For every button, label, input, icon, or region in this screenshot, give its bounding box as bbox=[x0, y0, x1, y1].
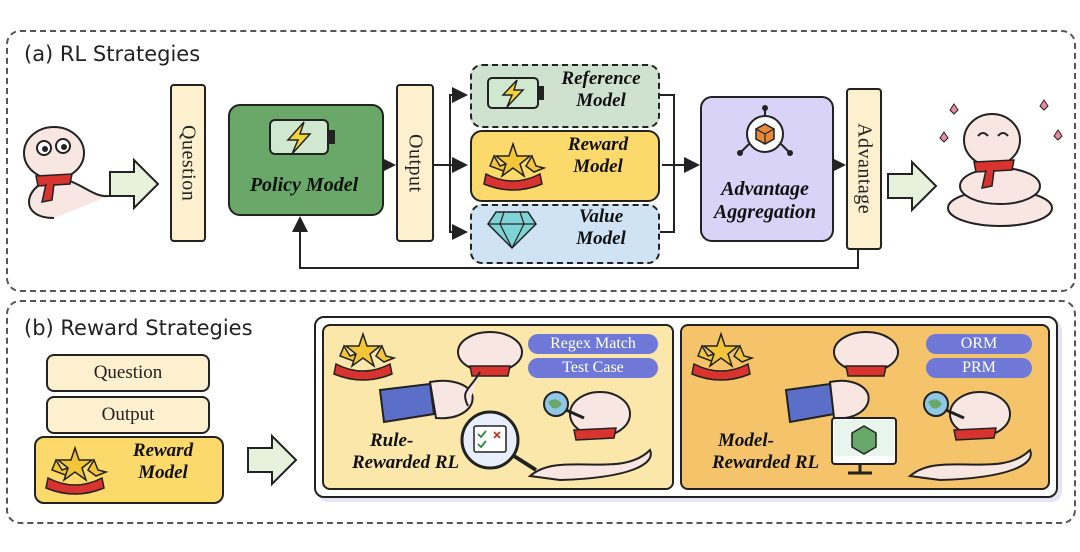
prm-tag: PRM bbox=[926, 358, 1032, 378]
rl-strategies-title: (a) RL Strategies bbox=[24, 42, 201, 66]
model-rewarded-label: Model- Rewarded RL bbox=[712, 430, 820, 473]
regex-match-tag: Regex Match bbox=[528, 334, 658, 354]
value-model-label: Value Model bbox=[576, 206, 626, 249]
orm-tag: ORM bbox=[926, 334, 1032, 354]
happy-snake-icon bbox=[939, 99, 1063, 227]
output-arrow-icon bbox=[887, 159, 938, 213]
model-scene-icon bbox=[784, 331, 1032, 482]
advantage-aggregation-label: Advantage Aggregation bbox=[713, 178, 817, 223]
reference-model-label: Reference Model bbox=[561, 68, 641, 111]
rule-scene-icon bbox=[378, 331, 652, 482]
advantage-bar: Advantage bbox=[846, 88, 882, 250]
test-case-tag: Test Case bbox=[528, 358, 658, 378]
reward-strategies-title: (b) Reward Strategies bbox=[24, 316, 253, 340]
rule-stars-ribbon-icon bbox=[333, 331, 397, 381]
reward-model-label: Reward Model bbox=[567, 134, 629, 177]
model-stars-ribbon-icon bbox=[691, 331, 755, 381]
input-arrow-icon bbox=[109, 157, 160, 211]
snake-mascot-icon bbox=[23, 126, 110, 219]
stars-ribbon-icon bbox=[483, 141, 547, 191]
hand-icon bbox=[378, 382, 436, 424]
checklist-icon bbox=[473, 425, 507, 453]
output-bar: Output bbox=[396, 84, 434, 242]
battery-bolt-icon bbox=[269, 119, 335, 155]
output-box: Output bbox=[46, 396, 210, 434]
reward-model-b-label: Reward Model bbox=[132, 440, 194, 483]
question-bar: Question bbox=[170, 84, 206, 242]
rule-rewarded-label: Rule- Rewarded RL bbox=[352, 430, 460, 473]
reference-battery-icon bbox=[487, 77, 544, 109]
strategy-arrow-icon bbox=[247, 433, 298, 487]
policy-model-label: Policy Model bbox=[249, 174, 359, 196]
question-box: Question bbox=[46, 354, 210, 392]
hub-cube-icon bbox=[737, 105, 793, 156]
stars-ribbon-b-icon bbox=[45, 445, 109, 495]
diamond-icon bbox=[487, 211, 537, 250]
